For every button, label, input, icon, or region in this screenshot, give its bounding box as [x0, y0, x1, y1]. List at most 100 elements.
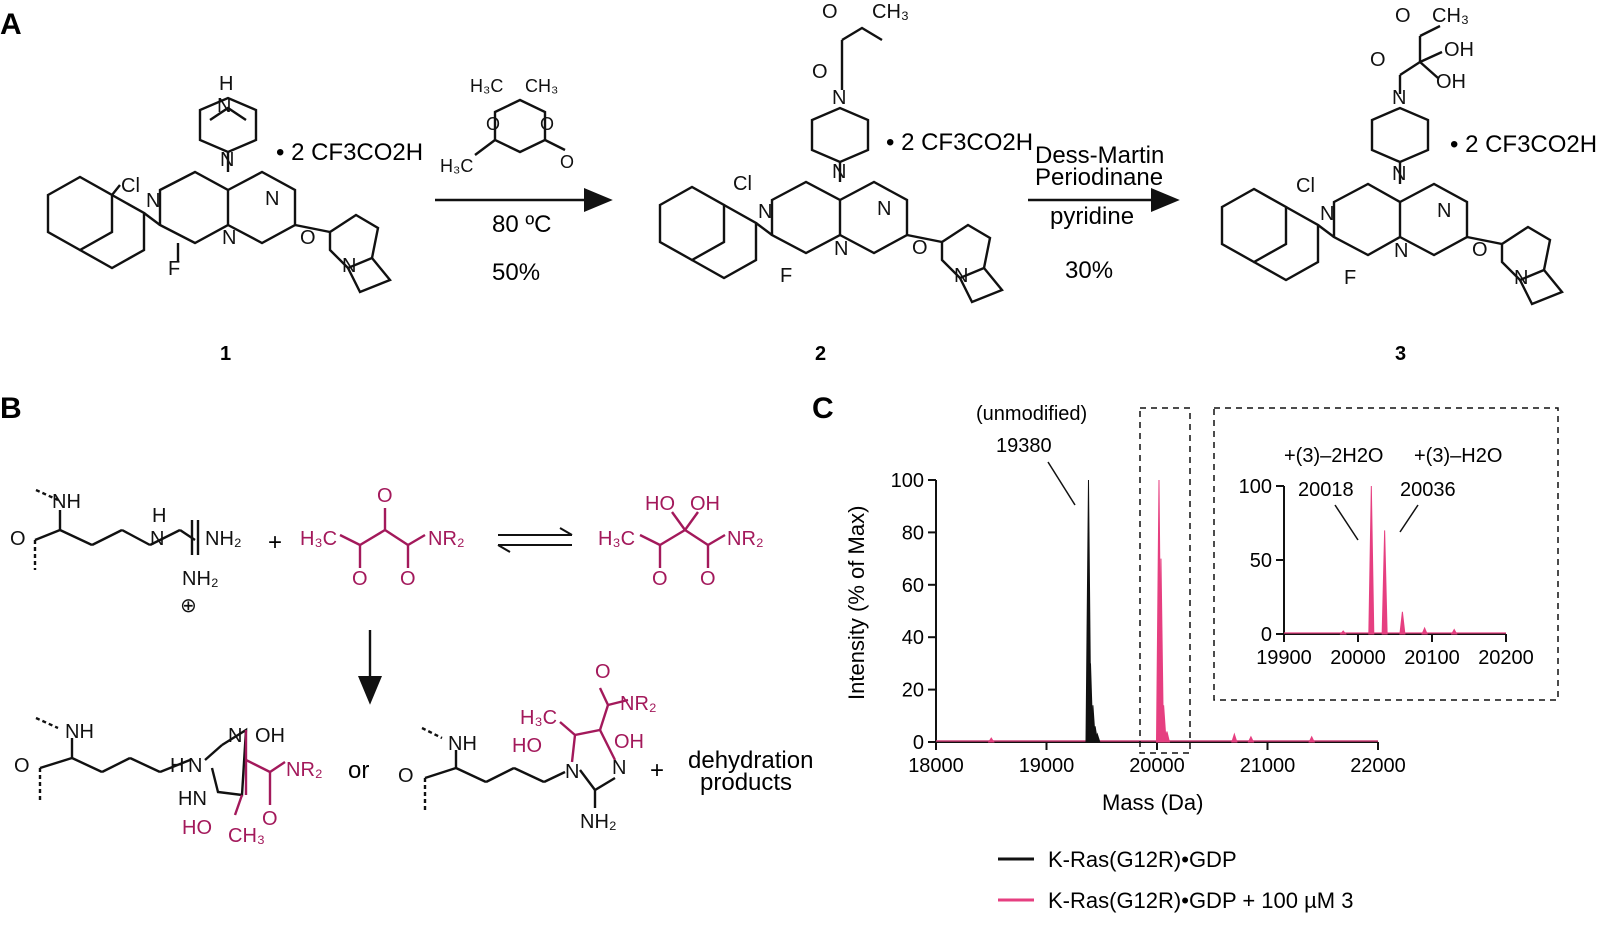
svg-text:Cl: Cl: [1296, 175, 1315, 197]
svg-text:O: O: [486, 114, 500, 134]
inset-y-tick-label-2: 100: [1239, 476, 1272, 498]
highlight-box: [1139, 407, 1191, 754]
svg-text:O: O: [10, 528, 26, 550]
main-x-tick-label-2: 20000: [1129, 755, 1185, 777]
adduct-2-atoms: NH O N N NH₂: [398, 733, 626, 833]
inset-peak-s0-1: [1381, 530, 1388, 635]
main-y-tick-label-2: 40: [902, 627, 924, 649]
svg-text:N: N: [228, 725, 242, 747]
svg-text:N: N: [758, 201, 772, 223]
compound-2-salt: • 2 CF3CO2H: [886, 129, 1033, 156]
main-peak-s1-6: [1308, 735, 1315, 743]
svg-text:O: O: [812, 61, 828, 83]
svg-text:N: N: [565, 761, 579, 783]
svg-text:N: N: [1320, 203, 1334, 225]
svg-text:CH₃: CH₃: [1432, 5, 1469, 27]
svg-text:N: N: [834, 238, 848, 260]
reagent-dioxinone: [474, 98, 566, 156]
svg-text:OH: OH: [614, 731, 644, 753]
inset-x-tick-label-0: 19900: [1256, 647, 1312, 669]
main-x-tick-label-3: 21000: [1240, 755, 1296, 777]
svg-text:O: O: [1370, 49, 1386, 71]
reaction2-reagent-line2: Periodinane: [1035, 164, 1163, 191]
compound-number-2: 2: [815, 343, 826, 365]
svg-text:N: N: [265, 188, 279, 210]
svg-text:N: N: [188, 755, 202, 777]
main-peak-s1-2: [1160, 705, 1167, 743]
scheme-b-plus-1: +: [268, 529, 282, 556]
inset-y-tick-label-0: 0: [1261, 624, 1272, 646]
scheme-b-plus-2: +: [650, 757, 664, 784]
main-y-axis-label: Intensity (% of Max): [844, 506, 869, 700]
main-y-tick-label-0: 0: [913, 732, 924, 754]
svg-text:CH₃: CH₃: [872, 1, 909, 23]
reaction2-yield: 30%: [1065, 257, 1113, 284]
hydrate-structure: [639, 511, 726, 568]
main-y-tick-label-5: 100: [891, 470, 924, 492]
equilibrium-arrows: [497, 527, 573, 553]
svg-text:N: N: [150, 528, 164, 550]
svg-text:H₃C: H₃C: [300, 528, 337, 550]
legend-label-pink: K-Ras(G12R)•GDP + 100 µM 3: [1048, 888, 1353, 913]
svg-text:O: O: [652, 568, 668, 590]
inset-annotation-1-label: +(3)–2H2O: [1284, 445, 1384, 467]
hydrate-atoms: H₃C HO OH O O NR₂: [598, 493, 764, 590]
panel-label-b: B: [0, 392, 22, 425]
svg-text:NH: NH: [448, 733, 477, 755]
svg-text:H: H: [170, 755, 184, 777]
compound-3-salt: • 2 CF3CO2H: [1450, 131, 1597, 158]
annotation-19380-leader: [1047, 461, 1076, 506]
adduct-1-atoms: NH O H N N HN OH: [14, 721, 285, 810]
legend: K-Ras(G12R)•GDP K-Ras(G12R)•GDP + 100 µM…: [998, 847, 1353, 913]
inset-annotation-1-value: 20018: [1298, 479, 1354, 501]
svg-text:N: N: [832, 87, 846, 109]
svg-text:NH: NH: [65, 721, 94, 743]
svg-text:O: O: [262, 808, 278, 830]
inset-peak-s0-0: [1368, 485, 1375, 635]
main-x-tick-label-4: 22000: [1350, 755, 1406, 777]
svg-text:H₃C: H₃C: [470, 76, 503, 96]
dehydration-label-line2: products: [700, 769, 792, 796]
svg-text:CH₃: CH₃: [525, 76, 558, 96]
compound-number-1: 1: [220, 343, 231, 365]
compound-3-atoms: O CH₃ OH OH O N N Cl N N N O F N: [1296, 5, 1528, 289]
main-peak-s0-4: [1094, 732, 1101, 743]
compound-3-structure: [1220, 24, 1564, 306]
svg-text:N: N: [146, 190, 160, 212]
inset-peak-s0-3: [1421, 626, 1428, 635]
svg-text:O: O: [1472, 239, 1488, 261]
svg-text:O: O: [700, 568, 716, 590]
reaction2-solvent: pyridine: [1050, 203, 1134, 230]
adduct-1-structure: [35, 716, 248, 800]
svg-text:O: O: [377, 485, 393, 507]
inset-leader-1: [1334, 504, 1359, 541]
panel-label-a: A: [0, 8, 22, 41]
svg-text:N: N: [220, 149, 234, 171]
annotation-unmodified: (unmodified): [976, 403, 1087, 425]
svg-text:H: H: [152, 505, 166, 527]
compound-1-salt: • 2 CF3CO2H: [276, 139, 423, 166]
main-x-axis-label: Mass (Da): [1102, 790, 1203, 815]
svg-text:OH: OH: [1444, 39, 1474, 61]
svg-text:N: N: [1437, 200, 1451, 222]
svg-text:N: N: [342, 255, 356, 277]
svg-text:Cl: Cl: [121, 175, 140, 197]
svg-text:HO: HO: [512, 735, 542, 757]
svg-text:O: O: [400, 568, 416, 590]
compound-2-atoms: O CH₃ O N N Cl N N N O F N: [733, 1, 968, 287]
svg-text:N: N: [1514, 267, 1528, 289]
svg-text:O: O: [300, 227, 316, 249]
svg-text:O: O: [540, 114, 554, 134]
svg-text:⊕: ⊕: [180, 595, 197, 617]
inset-frame: [1213, 407, 1559, 701]
arginine-atoms: NH O H N NH₂ NH₂ ⊕: [10, 491, 242, 617]
inset-x-tick-label-3: 20200: [1478, 647, 1534, 669]
panel-label-c: C: [812, 392, 834, 425]
reaction1-yield: 50%: [492, 259, 540, 286]
svg-text:NH₂: NH₂: [182, 568, 219, 590]
svg-text:N: N: [877, 198, 891, 220]
inset-peak-s0-5: [1339, 630, 1347, 635]
svg-text:CH₃: CH₃: [228, 825, 265, 847]
compound-1-structure: [46, 96, 392, 294]
